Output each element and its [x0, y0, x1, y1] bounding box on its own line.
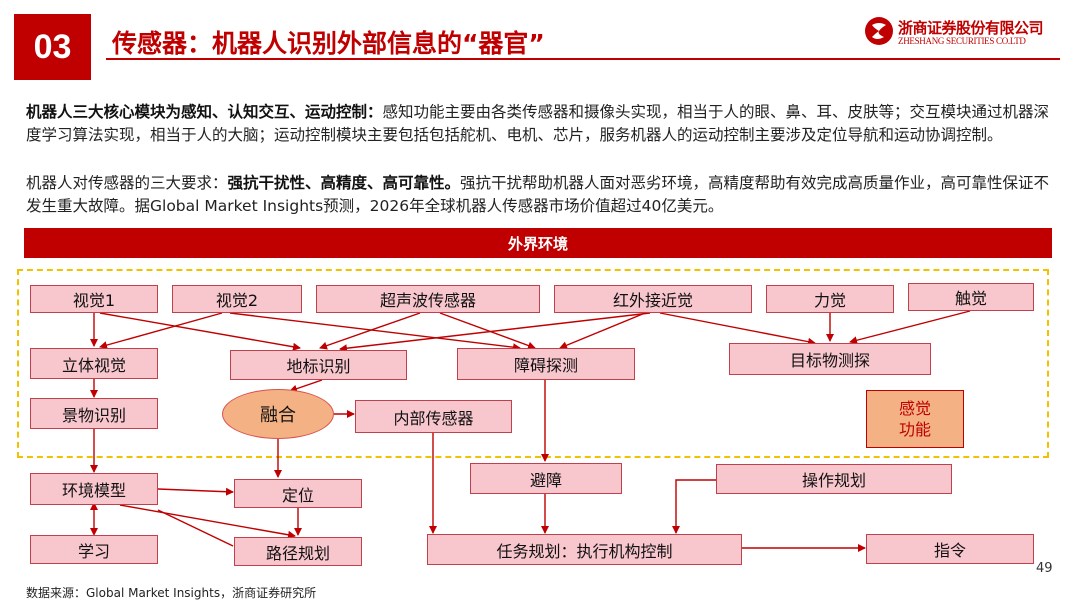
sense-function-line-2: 功能: [898, 420, 931, 439]
node-operation-planning: 操作规划: [716, 464, 952, 494]
section-number-badge: 03: [14, 14, 91, 80]
arrow-ultrasonic-to-obstacle: [439, 312, 536, 350]
node-force-sense: 力觉: [766, 285, 894, 313]
arrowhead-down-learn: [90, 528, 98, 536]
node-environment-model: 环境模型: [30, 473, 158, 505]
arrow-infrared-to-landmark: [339, 312, 651, 353]
arrow-infrared-to-obstacle: [559, 312, 646, 350]
paragraph-sensor-requirements: 机器人对传感器的三大要求：强抗干扰性、高精度、高可靠性。强抗干扰帮助机器人面对恶…: [26, 172, 1056, 218]
arrow-vision2-to-stereo: [99, 312, 223, 349]
node-command: 指令: [866, 534, 1034, 564]
node-stereo-vision: 立体视觉: [30, 348, 158, 379]
logo-company-name: 浙商证券股份有限公司: [898, 19, 1044, 37]
arrowhead-up-envmodel: [90, 502, 98, 510]
arrow-vision2-to-obstacle: [229, 312, 521, 352]
paragraph-core-modules: 机器人三大核心模块为感知、认知交互、运动控制：感知功能主要由各类传感器和摄像头实…: [26, 101, 1056, 147]
node-target-detection: 目标物测探: [729, 343, 931, 375]
arrow-touch-to-target: [849, 310, 971, 345]
node-touch-sense: 触觉: [908, 283, 1034, 311]
node-learning: 学习: [30, 535, 158, 564]
logo-company-name-en: ZHESHANG SECURITIES CO.LTD: [898, 36, 1026, 46]
paragraph-core-modules-lead: 机器人三大核心模块为感知、认知交互、运动控制：: [26, 103, 383, 121]
arrow-ultrasonic-to-landmark: [319, 312, 421, 350]
sense-function-label: 感觉 功能: [866, 390, 964, 448]
page-number: 49: [1036, 561, 1053, 576]
node-landmark-recognition: 地标识别: [230, 350, 407, 380]
arrow-vision1-to-landmark: [99, 312, 301, 351]
sense-function-line-1: 感觉: [898, 399, 931, 418]
paragraph-requirements-body: 强抗干扰帮助机器人面对恶劣环境，高精度帮助有效完成高质量作业，高可靠性保证不发生…: [26, 174, 1050, 215]
environment-bar: 外界环境: [24, 228, 1052, 258]
arrow-infrared-to-target: [659, 312, 816, 346]
node-path-planning: 路径规划: [234, 537, 362, 566]
arrow-envmodel-to-pathplan: [119, 504, 296, 539]
arrow-learn-pathplan-shaft: [157, 509, 234, 547]
zheshang-logo-icon: [865, 17, 893, 45]
node-scene-recognition: 景物识别: [30, 398, 158, 429]
sensing-function-region: [17, 269, 1049, 458]
node-vision-1: 视觉1: [30, 285, 158, 313]
title-divider: [106, 58, 1060, 60]
paragraph-requirements-highlight: 强抗干扰性、高精度、高可靠性。: [227, 174, 461, 192]
arrow-landmark-to-fusion: [289, 379, 323, 393]
arrow-opplan-to-taskplan: [672, 479, 716, 534]
node-infrared-proximity: 红外接近觉: [554, 285, 752, 313]
node-ultrasonic-sensor: 超声波传感器: [316, 285, 540, 313]
data-source-note: 数据来源：Global Market Insights，浙商证券研究所: [26, 586, 317, 600]
arrow-envmodel-to-locate: [157, 487, 234, 496]
node-vision-2: 视觉2: [172, 285, 302, 313]
node-obstacle-detection: 障碍探测: [457, 348, 635, 380]
node-task-planning: 任务规划：执行机构控制: [427, 534, 742, 565]
node-internal-sensor: 内部传感器: [355, 400, 512, 433]
node-fusion: 融合: [222, 389, 334, 439]
node-localization: 定位: [234, 479, 362, 508]
paragraph-core-modules-body: 感知功能主要由各类传感器和摄像头实现，相当于人的眼、鼻、耳、皮肤等；交互模块通过…: [26, 103, 1050, 144]
paragraph-requirements-lead: 机器人对传感器的三大要求：: [26, 174, 228, 192]
node-obstacle-avoidance: 避障: [470, 463, 622, 494]
page-title: 传感器：机器人识别外部信息的“器官”: [112, 29, 545, 58]
company-logo: 浙商证券股份有限公司 ZHESHANG SECURITIES CO.LTD: [864, 16, 1054, 52]
